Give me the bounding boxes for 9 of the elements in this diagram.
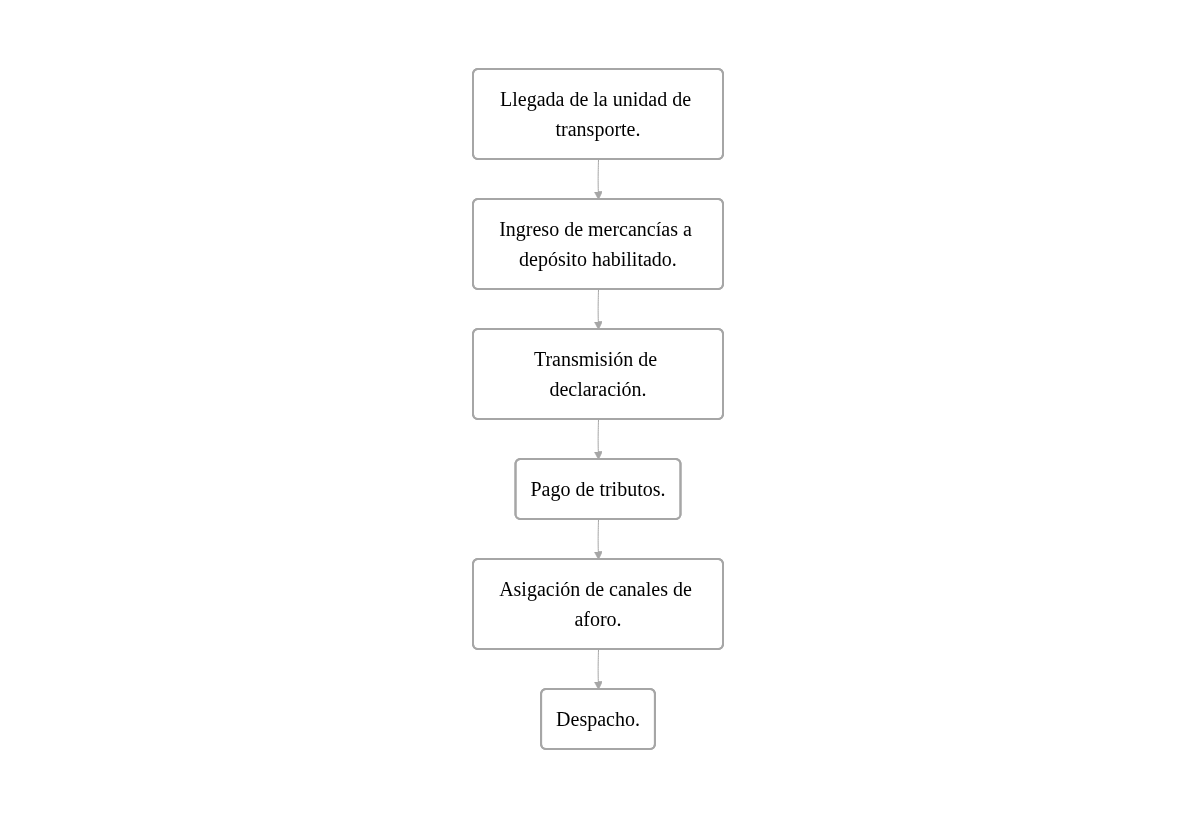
node-text: Transmisión de declaración. [533, 348, 657, 400]
node-text: Llegada de la unidad de transporte. [499, 88, 691, 140]
node-text: Asigación de canales de aforo. [498, 578, 692, 630]
arrow [593, 419, 603, 460]
arrow [593, 519, 603, 560]
node-text: Ingreso de mercancías a depósito habilitado. [498, 218, 692, 270]
arrow [593, 649, 603, 690]
arrow [593, 159, 603, 200]
arrow [593, 289, 603, 330]
